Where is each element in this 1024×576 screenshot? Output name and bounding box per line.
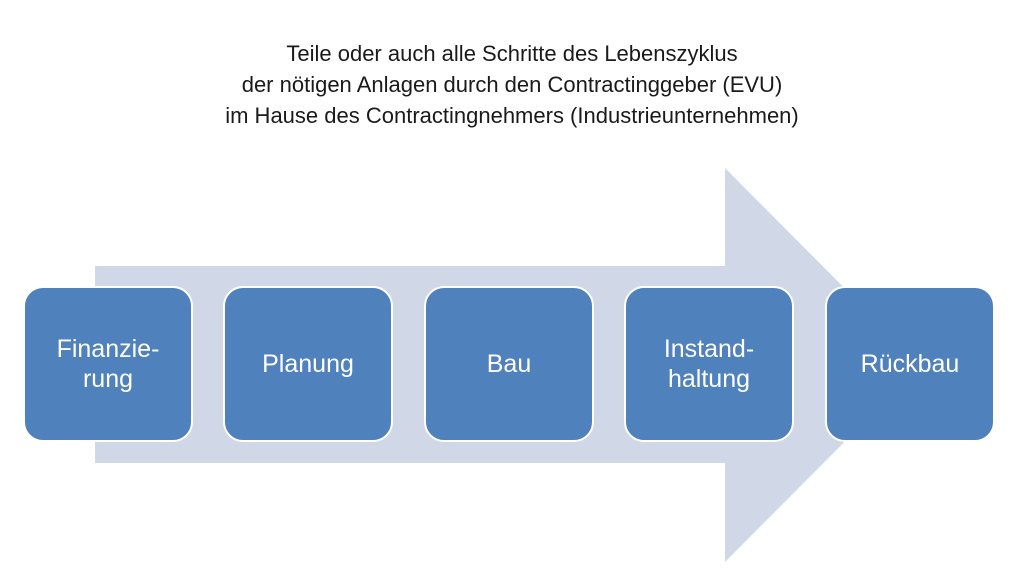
step-rueckbau[interactable]: Rückbau	[825, 286, 995, 442]
title-line-2: der nötigen Anlagen durch den Contractin…	[241, 72, 783, 97]
step-label-rueckbau: Rückbau	[860, 350, 960, 378]
step-planung[interactable]: Planung	[223, 286, 393, 442]
step-label-planung: Planung	[262, 350, 354, 378]
title-line-3: im Hause des Contractingnehmers (Industr…	[225, 103, 799, 128]
step-finanzierung[interactable]: Finanzie- rung	[23, 286, 193, 442]
step-bau[interactable]: Bau	[424, 286, 594, 442]
title-line-1: Teile oder auch alle Schritte des Lebens…	[286, 41, 738, 66]
step-label-finanzierung: Finanzie- rung	[56, 335, 160, 393]
step-label-instandhaltung: Instand- haltung	[663, 335, 755, 393]
step-label-bau: Bau	[486, 350, 532, 378]
step-instandhaltung[interactable]: Instand- haltung	[624, 286, 794, 442]
slide-title: Teile oder auch alle Schritte des Lebens…	[112, 38, 912, 131]
